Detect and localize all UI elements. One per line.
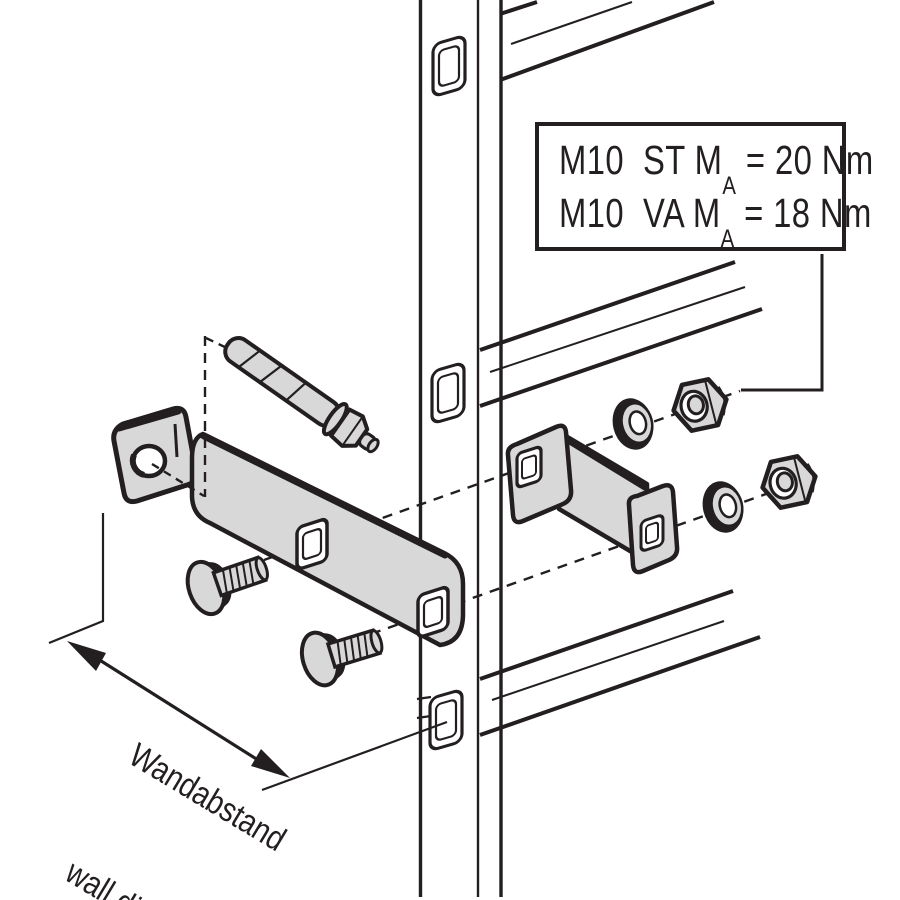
u-clamp-bracket [505,423,680,575]
bar-square-hole-upper [295,517,329,571]
torque-spec-row-steel: M10 ST MA = 20 Nm [559,134,873,199]
upright-rail [418,0,503,897]
torque-spec-box: M10 ST MA = 20 Nm M10 VA MA = 18 Nm [535,122,873,252]
torque-steel-value: = 20 Nm [736,136,874,183]
wall-distance-label-de: Wandabstand [122,736,293,860]
torque-steel-prefix: M10 ST M [559,136,723,183]
clamp-hole-right [639,514,665,552]
hex-nut-lower [760,454,818,510]
rail-hole-bottom-notch [416,695,432,720]
torque-stainless-value: = 18 Nm [734,189,872,236]
wall-extension-line-right [261,720,448,792]
wall-angle-bracket [111,405,199,505]
carriage-bolt-lower [299,628,384,688]
rail-hole-middle [430,362,466,424]
anchor-hex-nut [329,407,370,448]
washer-upper [612,398,654,450]
torque-spec-row-stainless: M10 VA MA = 18 Nm [559,187,871,252]
rail-hole-top [431,35,467,97]
rail-hole-bottom [428,689,464,751]
wall-anchor-bolt [223,336,380,454]
carriage-bolt-upper [185,555,269,617]
bracket-fold-line [173,423,179,458]
assembly-axis-upper [263,389,741,562]
torque-stainless-prefix: M10 VA M [559,189,721,236]
anchor-construction-lines [151,336,230,498]
wall-distance-bar [189,431,466,648]
assembly-axis-lower [370,492,767,636]
washer-lower [702,481,744,533]
torque-subscript: A [720,225,735,254]
torque-leader-line [741,254,824,392]
torque-subscript: A [722,172,737,201]
bar-square-hole-lower [416,585,450,639]
wall-distance-label-en: wall distance [30,834,247,900]
clamp-hole-left [515,445,543,489]
shelf-beam-middle [479,260,763,408]
wall-extension-line-left [48,513,105,645]
wall-distance-arrow [67,641,290,778]
hex-nut-upper [671,377,729,433]
shelf-beam-bottom [479,589,761,737]
shelf-beam-top [499,0,715,82]
